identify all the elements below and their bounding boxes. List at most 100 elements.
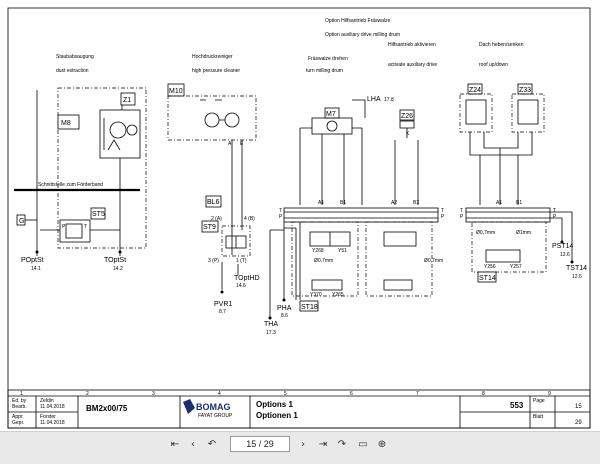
svg-text:Ø1mm: Ø1mm — [516, 230, 531, 236]
bl6-label: BL6 — [207, 199, 220, 206]
svg-text:E: E — [240, 141, 244, 147]
svg-text:T: T — [553, 208, 556, 214]
next-page-icon[interactable]: › — [301, 439, 305, 450]
column-number: 2 — [86, 391, 89, 397]
pressure-valve-symbol — [65, 223, 83, 239]
svg-text:Y256: Y256 — [484, 264, 496, 270]
title-de: Optionen 1 — [256, 411, 298, 420]
roof-group: Z24 Z33 A1 B1 T P T P Ø0,7mm Ø1mm Y256 Y… — [459, 83, 587, 283]
svg-text:Ø0,7mm: Ø0,7mm — [424, 258, 443, 264]
page-number-text: 15 / 29 — [246, 439, 274, 449]
approved-by: Forster — [40, 414, 56, 420]
port-poptst-ref: 14.1 — [31, 266, 41, 272]
hydraulic-schematic: Option Hilfsantrieb Fräswalze Option aux… — [7, 7, 591, 429]
svg-text:A1: A1 — [496, 200, 502, 206]
svg-text:3 (P): 3 (P) — [208, 258, 219, 264]
z33-label: Z33 — [519, 87, 531, 94]
port-tha-ref: 17.3 — [266, 330, 276, 336]
z1-label: Z1 — [123, 97, 131, 104]
st18-label: ST18 — [301, 304, 318, 311]
sheet-number: 29 — [575, 420, 582, 426]
column-number: 8 — [482, 391, 485, 397]
approved-date: 11.04.2018 — [40, 420, 65, 426]
m8-label: M8 — [61, 120, 71, 127]
m8-box — [57, 114, 80, 130]
svg-text:T: T — [441, 208, 444, 214]
valve-y256-y257 — [485, 249, 521, 263]
st5-label: ST5 — [92, 211, 105, 218]
previous-page-icon[interactable]: ‹ — [191, 439, 195, 450]
valve-block-2 — [383, 231, 417, 247]
column-number: 4 — [218, 391, 221, 397]
section-title-de: Hochdruckreiniger — [192, 54, 233, 60]
dust-extraction-group: M8 Z1 Schnittstelle zum Förderband ST5 P… — [14, 87, 147, 272]
svg-text:Ø0,7mm: Ø0,7mm — [314, 258, 333, 264]
section-title-en: turn milling drum — [306, 68, 343, 74]
zoom-icon[interactable]: ⊕ — [377, 439, 387, 450]
manifold-top — [283, 207, 439, 223]
back-icon[interactable]: ↶ — [207, 439, 217, 450]
section-title-en: roof up/down — [479, 62, 508, 68]
z1-box — [120, 92, 136, 106]
column-number: 3 — [152, 391, 155, 397]
created-date: 11.04.2018 — [40, 404, 65, 410]
port-tha: THA — [264, 321, 278, 328]
bl6-box — [205, 195, 222, 208]
first-page-icon[interactable]: ⇤ — [170, 439, 180, 450]
svg-text:K: K — [406, 131, 410, 137]
svg-text:A: A — [228, 141, 232, 147]
page-number: 15 — [575, 404, 582, 410]
section-title-en: high pressure cleaner — [192, 68, 240, 74]
column-number: 6 — [350, 391, 353, 397]
svg-text:Y370: Y370 — [310, 292, 322, 298]
port-pvr1: PVR1 — [214, 301, 232, 308]
interface-label: Schnittstelle zum Förderband — [38, 182, 103, 188]
title-en: Options 1 — [256, 400, 293, 409]
sheet-label: Blatt — [533, 414, 544, 420]
drum-motor-symbol — [311, 117, 353, 135]
svg-text:1 (T): 1 (T) — [236, 258, 247, 264]
svg-text:A2: A2 — [391, 200, 397, 206]
svg-text:Y51: Y51 — [338, 248, 347, 254]
column-number: 5 — [284, 391, 287, 397]
st14-box — [477, 271, 497, 283]
st5-box — [90, 207, 106, 220]
column-number: 7 — [416, 391, 419, 397]
title-label: Gepr. — [12, 420, 24, 426]
option-title-en: Option auxiliary drive milling drum — [325, 32, 400, 38]
forward-icon[interactable]: ↷ — [337, 439, 347, 450]
svg-text:B1: B1 — [340, 200, 346, 206]
st18-box — [299, 300, 319, 312]
port-pha: PHA — [277, 305, 292, 312]
svg-text:Y265: Y265 — [332, 292, 344, 298]
manifold-roof — [465, 207, 551, 223]
section-title-de: Staubabsaugung — [56, 54, 94, 60]
port-tst14: TST14 — [566, 265, 587, 272]
svg-text:B1: B1 — [516, 200, 522, 206]
m7-label: M7 — [326, 111, 336, 118]
fit-page-icon[interactable]: ▭ — [358, 439, 368, 450]
section-title-en: dust extraction — [56, 68, 89, 74]
svg-text:P: P — [62, 224, 66, 230]
st14-label: ST14 — [479, 275, 496, 282]
last-page-icon[interactable]: ⇥ — [318, 439, 328, 450]
svg-text:4 (B): 4 (B) — [244, 216, 255, 222]
port-pst14-ref: 12.6 — [560, 252, 570, 258]
page-label: Page — [533, 398, 545, 404]
brand-name: BOMAG — [196, 402, 231, 412]
z26-label: Z26 — [401, 113, 413, 120]
page-number-input[interactable]: 15 / 29 — [230, 436, 290, 452]
milling-drum-group: M7 LHA 17.8 Z26 K A1 B1 A2 B2 T P T P Y2… — [264, 96, 445, 336]
model-number: BM2x00/75 — [86, 404, 128, 413]
svg-text:P: P — [553, 214, 557, 220]
created-by: Zeldin — [40, 398, 54, 404]
g-label: G — [19, 218, 24, 225]
svg-text:P: P — [460, 214, 464, 220]
port-lha: LHA — [367, 96, 381, 103]
port-tst14-ref: 12.6 — [572, 274, 582, 280]
m10-label: M10 — [169, 88, 183, 95]
viewer-toolbar: ⇤ ‹ ↶ 15 / 29 › ⇥ ↷ ▭ ⊕ — [0, 431, 600, 464]
cylinder-z33 — [511, 93, 545, 133]
title-label: Ed. by — [12, 398, 27, 404]
svg-text:T: T — [84, 224, 87, 230]
